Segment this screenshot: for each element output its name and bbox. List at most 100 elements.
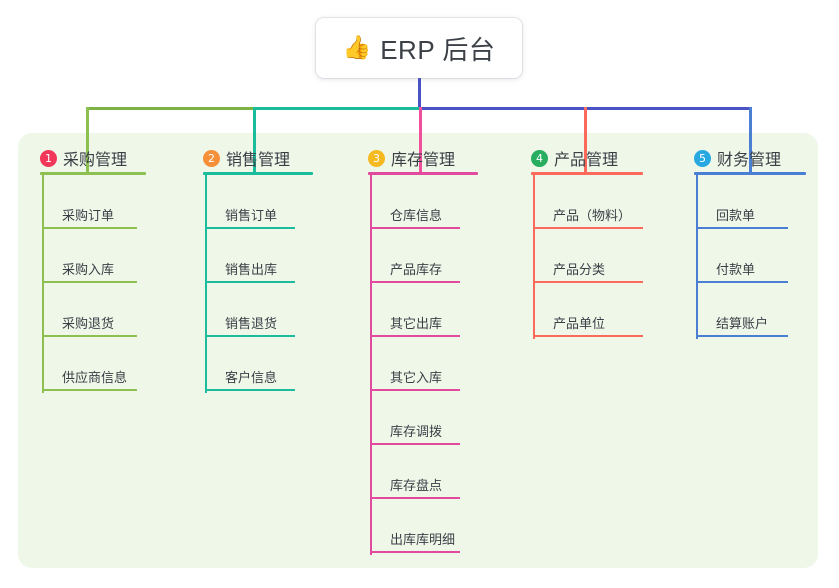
drop-line-4 (584, 107, 587, 172)
column-spine-5 (696, 175, 698, 339)
leaf-item[interactable]: 产品分类 (531, 253, 645, 283)
leaf-rule (370, 443, 460, 445)
leaf-rule (42, 281, 137, 283)
branch-panel (18, 133, 818, 568)
drop-line-5 (749, 107, 752, 172)
column-header-1[interactable]: 1 采购管理 (40, 146, 127, 170)
leaf-rule (42, 227, 137, 229)
drop-line-3 (419, 107, 422, 172)
trunk-segment-green (86, 107, 255, 110)
leaf-rule (370, 227, 460, 229)
leaf-label: 采购入库 (62, 262, 115, 277)
leaf-rule (533, 281, 643, 283)
column-header-rule-5 (694, 172, 806, 175)
leaf-item[interactable]: 回款单 (694, 199, 790, 229)
leaf-rule (205, 281, 295, 283)
leaf-item[interactable]: 付款单 (694, 253, 790, 283)
leaf-label: 产品（物料） (553, 208, 632, 223)
leaf-label: 回款单 (716, 208, 756, 223)
leaf-label: 销售订单 (225, 208, 278, 223)
column-title-4: 产品管理 (554, 152, 619, 169)
leaf-label: 库存调拨 (390, 424, 443, 439)
column-spine-1 (42, 175, 44, 393)
leaf-label: 库存盘点 (390, 478, 443, 493)
leaf-rule (205, 389, 295, 391)
leaf-rule (370, 389, 460, 391)
leaf-rule (370, 281, 460, 283)
leaf-item[interactable]: 采购退货 (40, 307, 139, 337)
leaf-item[interactable]: 产品（物料） (531, 199, 645, 229)
leaf-label: 供应商信息 (62, 370, 128, 385)
column-header-4[interactable]: 4 产品管理 (531, 146, 618, 170)
leaf-rule (533, 227, 643, 229)
leaf-item[interactable]: 销售出库 (203, 253, 297, 283)
leaf-label: 结算账户 (716, 316, 769, 331)
leaf-label: 付款单 (716, 262, 756, 277)
root-stem-line (418, 78, 421, 110)
leaf-item[interactable]: 库存调拨 (368, 415, 462, 445)
column-1: 1 采购管理采购订单采购入库采购退货供应商信息 (40, 146, 146, 393)
trunk-segment-teal (253, 107, 421, 110)
leaf-label: 产品分类 (553, 262, 606, 277)
column-badge-4: 4 (531, 149, 548, 167)
column-title-2: 销售管理 (226, 152, 291, 169)
leaf-item[interactable]: 供应商信息 (40, 361, 139, 391)
thumbs-up-icon: 👍 (342, 33, 372, 60)
column-spine-4 (533, 175, 535, 339)
column-header-rule-3 (368, 172, 478, 175)
column-2: 2 销售管理销售订单销售出库销售退货客户信息 (203, 146, 313, 393)
column-badge-5: 5 (694, 149, 711, 167)
leaf-rule (42, 389, 137, 391)
leaf-label: 产品单位 (553, 316, 606, 331)
leaf-item[interactable]: 产品库存 (368, 253, 462, 283)
leaf-label: 销售退货 (225, 316, 278, 331)
leaf-item[interactable]: 销售退货 (203, 307, 297, 337)
leaf-item[interactable]: 库存盘点 (368, 469, 462, 499)
drop-line-1 (86, 107, 89, 172)
column-badge-3: 3 (368, 149, 385, 167)
leaf-item[interactable]: 客户信息 (203, 361, 297, 391)
column-header-2[interactable]: 2 销售管理 (203, 146, 290, 170)
leaf-label: 仓库信息 (390, 208, 443, 223)
leaf-rule (205, 335, 295, 337)
leaf-item[interactable]: 销售订单 (203, 199, 297, 229)
leaf-label: 其它出库 (390, 316, 443, 331)
leaf-label: 产品库存 (390, 262, 443, 277)
column-badge-2: 2 (203, 149, 220, 167)
leaf-item[interactable]: 结算账户 (694, 307, 790, 337)
leaf-rule (370, 551, 460, 553)
leaf-rule (370, 335, 460, 337)
column-spine-3 (370, 175, 372, 555)
leaf-label: 销售出库 (225, 262, 278, 277)
column-4: 4 产品管理产品（物料） 产品分类产品单位 (531, 146, 643, 339)
leaf-rule (42, 335, 137, 337)
leaf-label: 采购订单 (62, 208, 115, 223)
leaf-item[interactable]: 其它入库 (368, 361, 462, 391)
leaf-label: 采购退货 (62, 316, 115, 331)
leaf-item[interactable]: 采购入库 (40, 253, 139, 283)
leaf-rule (370, 497, 460, 499)
column-header-rule-2 (203, 172, 313, 175)
leaf-label: 出库库明细 (390, 532, 456, 547)
leaf-rule (533, 335, 643, 337)
leaf-item[interactable]: 出库库明细 (368, 523, 462, 553)
root-node[interactable]: 👍 ERP 后台 (316, 18, 522, 78)
drop-line-2 (253, 107, 256, 172)
leaf-label: 客户信息 (225, 370, 278, 385)
leaf-item[interactable]: 采购订单 (40, 199, 139, 229)
leaf-item[interactable]: 产品单位 (531, 307, 645, 337)
leaf-item[interactable]: 其它出库 (368, 307, 462, 337)
leaf-item[interactable]: 仓库信息 (368, 199, 462, 229)
leaf-rule (696, 227, 788, 229)
leaf-rule (696, 335, 788, 337)
root-title: ERP 后台 (380, 34, 496, 65)
column-title-1: 采购管理 (63, 152, 128, 169)
column-spine-2 (205, 175, 207, 393)
leaf-label: 其它入库 (390, 370, 443, 385)
column-badge-1: 1 (40, 149, 57, 167)
leaf-rule (696, 281, 788, 283)
